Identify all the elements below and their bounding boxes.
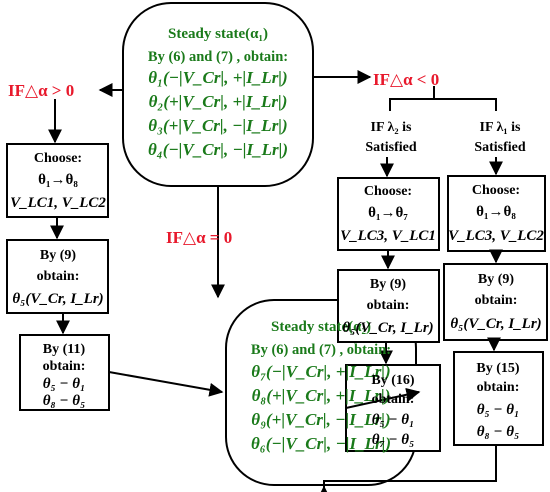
lambda2-condition: Satisfied (365, 140, 417, 155)
right-by15-text: θ₅ − θ₁ (477, 402, 520, 418)
arrow-mid-by16-to-bottom-state (345, 387, 421, 409)
left-by11-text: obtain: (43, 359, 86, 374)
right-choose-text: Choose: (472, 183, 520, 198)
left-by9-text: θ₅(V_Cr, I_Lr) (12, 291, 103, 307)
left-by9-box (6, 239, 109, 314)
branch-lt (389, 86, 435, 111)
arrow-left-by11-to-bottom-state (108, 371, 224, 397)
bottom-state-line: θ₇(−|V_Cr|, +|I_Lr|) (251, 362, 390, 381)
condition-gt-label: IF△α > 0 (8, 81, 74, 100)
top-state-line: θ₃(+|V_Cr|, −|I_Lr|) (148, 116, 287, 135)
top-state-subtitle: By (6) and (7) , obtain: (148, 49, 288, 65)
right-by15-text: By (15) (476, 361, 520, 376)
top-state-title: Steady state(α₁) (168, 26, 268, 42)
lambda2-condition: IF λ₂ is (371, 120, 412, 135)
left-by9-text: By (9) (40, 248, 77, 263)
condition-lt-label: IF△α < 0 (373, 70, 439, 89)
right-by9-text: By (9) (478, 272, 515, 287)
bottom-state-title: Steady state(α₂) (271, 319, 371, 335)
branch-lt-right (434, 98, 497, 111)
condition-eq-label: IF△α = 0 (166, 228, 232, 247)
mid-choose-text: V_LC3, V_LC1 (340, 228, 436, 244)
mid-by16-box (345, 364, 441, 452)
left-by11-text: By (11) (43, 342, 86, 357)
bottom-state-line: θ₉(+|V_Cr|, −|I_Lr|) (251, 410, 390, 429)
right-by15-text: θ₈ − θ₅ (477, 424, 520, 440)
top-state-line: θ₄(−|V_Cr|, −|I_Lr|) (148, 140, 288, 159)
mid-by16-text: obtain: (372, 392, 415, 407)
mid-by9-text: θ₅(V_Cr, I_Lr) (342, 320, 433, 336)
right-by15-box (453, 351, 544, 446)
right-choose-text: θ₁→θ₈ (476, 204, 516, 220)
left-by9-text: obtain: (37, 269, 80, 284)
right-by9-text: θ₅(V_Cr, I_Lr) (450, 316, 541, 332)
left-by11-text: θ₅ − θ₁ (43, 376, 86, 392)
mid-choose-text: Choose: (364, 184, 412, 199)
lambda1-condition: Satisfied (474, 140, 526, 155)
right-by9-box (443, 263, 548, 341)
mid-by16-text: θ₅ − θ₁ (372, 412, 415, 428)
left-choose-text: V_LC1, V_LC2 (10, 195, 106, 211)
arrow-right-by15-to-bottom-state (323, 445, 497, 488)
top-state-line: θ₁(−|V_Cr|, +|I_Lr|) (148, 68, 287, 87)
mid-by9-text: By (9) (370, 277, 407, 292)
mid-by9-text: obtain: (367, 298, 410, 313)
lambda1-condition: IF λ₁ is (480, 120, 521, 135)
mid-by16-text: By (16) (371, 373, 415, 388)
mid-by16-text: θ₇ − θ₅ (372, 432, 415, 448)
mid-by9-box (337, 269, 440, 343)
left-by11-text: θ₈ − θ₅ (43, 393, 86, 409)
bottom-state-line: θ₆(−|V_Cr|, −|I_Lr|) (251, 434, 391, 453)
right-by9-text: obtain: (475, 293, 518, 308)
right-choose-box (447, 175, 546, 252)
bottom-state-line: θ₈(+|V_Cr|, +|I_Lr|) (252, 386, 391, 405)
right-choose-text: V_LC3, V_LC2 (448, 228, 544, 244)
right-by15-text: obtain: (477, 380, 520, 395)
left-choose-text: Choose: (34, 151, 82, 166)
bottom-state-subtitle: By (6) and (7) , obtain: (251, 342, 391, 358)
mid-choose-text: θ₁→θ₇ (368, 205, 408, 221)
left-choose-text: θ₁→θ₈ (38, 172, 78, 188)
top-state-line: θ₂(+|V_Cr|, +|I_Lr|) (149, 92, 288, 111)
